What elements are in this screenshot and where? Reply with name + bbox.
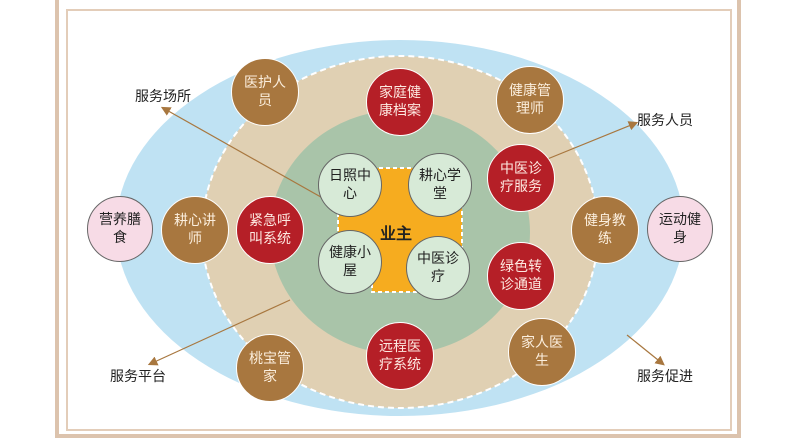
node-family-doctor: 家人医生 <box>508 318 576 386</box>
node-taobao-butler: 桃宝管家 <box>236 334 304 402</box>
outer-frame <box>55 0 741 438</box>
node-emergency-call: 紧急呼叫系统 <box>236 196 304 264</box>
arrow-service-staff <box>544 121 639 161</box>
node-tcm-clinic: 中医诊疗 <box>406 236 470 300</box>
node-health-cabin: 健康小屋 <box>318 230 382 294</box>
arrow-service-platform <box>147 299 291 366</box>
label-service-places: 服务场所 <box>135 89 191 105</box>
label-service-promotion: 服务促进 <box>637 369 693 385</box>
node-fitness-coach: 健身教练 <box>571 196 639 264</box>
node-telemedicine: 远程医疗系统 <box>366 322 434 390</box>
arrow-service-places <box>160 106 336 206</box>
node-family-health-records: 家庭健康档案 <box>366 68 434 136</box>
node-green-referral: 绿色转诊通道 <box>487 242 555 310</box>
node-medical-staff: 医护人员 <box>231 58 299 126</box>
node-health-manager: 健康管理师 <box>496 66 564 134</box>
owner-label: 业主 <box>380 224 413 243</box>
inner-frame <box>66 9 732 431</box>
arrow-service-promotion <box>626 334 665 366</box>
node-sports-fitness: 运动健身 <box>647 196 713 262</box>
label-service-staff: 服务人员 <box>637 113 693 129</box>
node-nutrition: 营养膳食 <box>87 196 153 262</box>
node-day-care-center: 日照中心 <box>318 153 382 217</box>
node-gengxin-school: 耕心学堂 <box>408 153 472 217</box>
label-service-platform: 服务平台 <box>110 369 166 385</box>
node-tcm-service: 中医诊疗服务 <box>487 144 555 212</box>
node-gengxin-lecturer: 耕心讲师 <box>161 196 229 264</box>
